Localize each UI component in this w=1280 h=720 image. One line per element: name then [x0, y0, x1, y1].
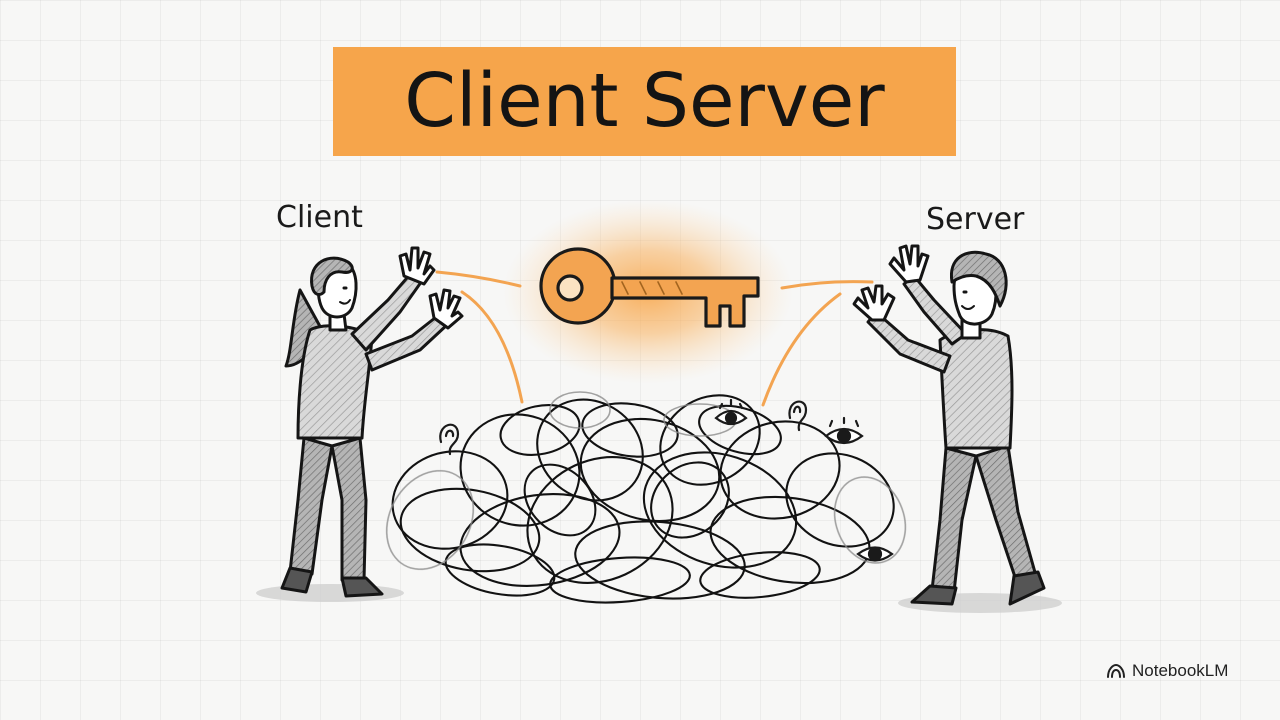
notebooklm-logo-icon [1106, 663, 1126, 679]
ear-icon [439, 423, 460, 456]
eye-icon [824, 416, 864, 445]
eye-icon [714, 398, 748, 426]
key-icon [539, 247, 760, 328]
tangle-scribble [391, 394, 895, 604]
client-label: Client [276, 200, 363, 235]
ear-icon [788, 400, 808, 432]
client-person [280, 246, 464, 598]
server-label: Server [926, 202, 1025, 237]
brand-watermark: NotebookLM [1106, 659, 1228, 683]
eye-icon [856, 546, 894, 562]
server-person [852, 244, 1046, 606]
title-highlight: Client Server [333, 47, 956, 156]
brand-name: NotebookLM [1132, 661, 1229, 680]
connection-arcs [435, 270, 874, 407]
page-title: Client Server [404, 58, 885, 144]
